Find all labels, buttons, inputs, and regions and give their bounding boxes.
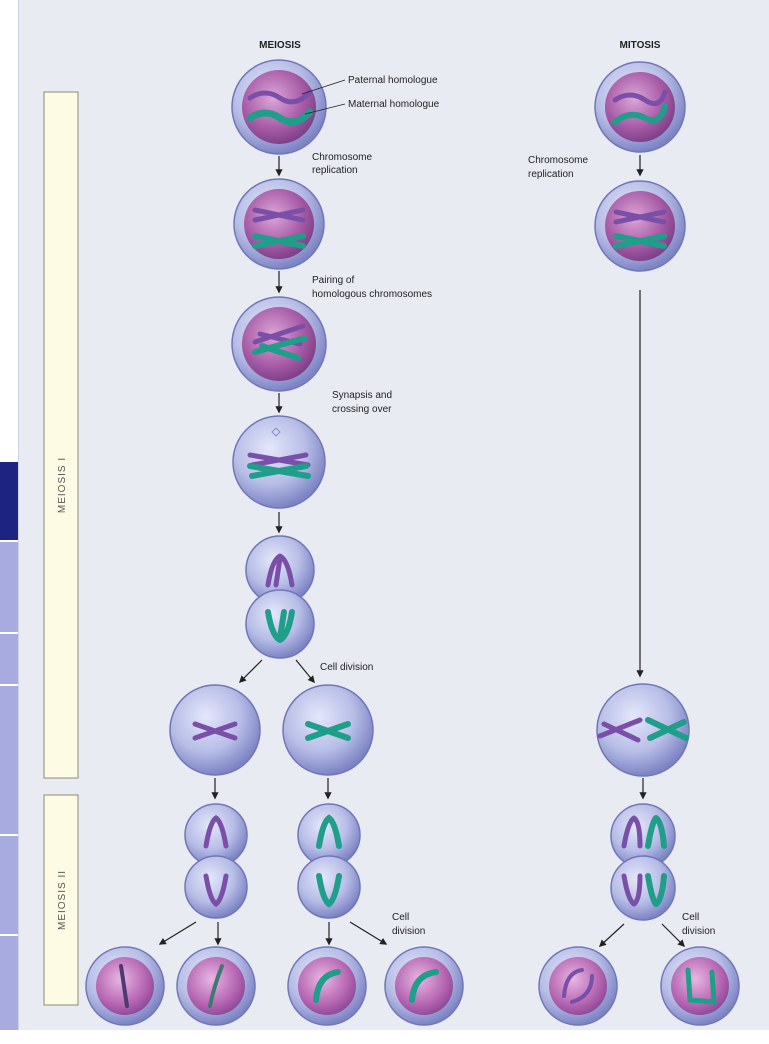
gamete-cell-4 bbox=[385, 947, 463, 1025]
pairing-label-line2: homologous chromosomes bbox=[312, 289, 432, 300]
mitosis-header: MITOSIS bbox=[620, 40, 661, 51]
mitosis-cell-2 bbox=[595, 181, 685, 271]
meiosis-cell-1 bbox=[232, 60, 326, 154]
arrow bbox=[350, 922, 386, 944]
arrow bbox=[160, 922, 196, 944]
cell-division-label: Cell division bbox=[320, 662, 373, 673]
meiosis-daughter-cell-right bbox=[283, 685, 373, 775]
arrow bbox=[662, 924, 684, 946]
meiosis-daughter-cell-left bbox=[170, 685, 260, 775]
arrow bbox=[600, 924, 624, 946]
stage-bar-meiosis-one-label: MEIOSIS I bbox=[57, 457, 68, 513]
mitosis-replication-label-line2: replication bbox=[528, 169, 574, 180]
arrow bbox=[240, 660, 262, 682]
cell-division-two-label-line1: Cell bbox=[392, 912, 409, 923]
meiosis-header: MEIOSIS bbox=[259, 40, 301, 51]
paternal-label: Paternal homologue bbox=[348, 75, 438, 86]
arrow bbox=[296, 660, 314, 682]
meiosis-cell-2 bbox=[234, 179, 324, 269]
replication-label-line2: replication bbox=[312, 165, 358, 176]
meiosis-two-dividing-right bbox=[298, 804, 360, 918]
mitosis-cell-3 bbox=[597, 684, 689, 776]
mitosis-dividing-cell bbox=[611, 804, 675, 920]
maternal-label: Maternal homologue bbox=[348, 99, 440, 110]
meiosis-two-dividing-left bbox=[185, 804, 247, 918]
gamete-cell-3 bbox=[288, 947, 366, 1025]
synapsis-label-line1: Synapsis and bbox=[332, 390, 392, 401]
stage-bar-meiosis-one bbox=[44, 92, 78, 778]
mitosis-daughter-cell-left bbox=[539, 947, 617, 1025]
synapsis-label-line2: crossing over bbox=[332, 404, 392, 415]
mitosis-daughter-cell-right bbox=[661, 947, 739, 1025]
meiosis-dividing-cell bbox=[246, 536, 314, 658]
mitosis-cell-division-label-line1: Cell bbox=[682, 912, 699, 923]
meiosis-cell-3 bbox=[232, 297, 326, 391]
gamete-cell-1 bbox=[86, 947, 164, 1025]
cell-division-two-label-line2: division bbox=[392, 926, 425, 937]
replication-label-line1: Chromosome bbox=[312, 152, 372, 163]
stage-bar-meiosis-two-label: MEIOSIS II bbox=[57, 870, 68, 930]
mitosis-replication-label-line1: Chromosome bbox=[528, 155, 588, 166]
pairing-label-line1: Pairing of bbox=[312, 275, 354, 286]
mitosis-cell-1 bbox=[595, 62, 685, 152]
mitosis-cell-division-label-line2: division bbox=[682, 926, 715, 937]
gamete-cell-2 bbox=[177, 947, 255, 1025]
meiosis-cell-4 bbox=[233, 416, 325, 508]
